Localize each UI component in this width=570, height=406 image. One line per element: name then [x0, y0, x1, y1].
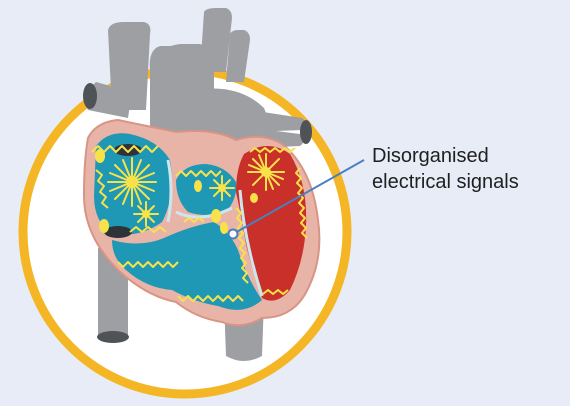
- callout-pointer-dot: [229, 230, 238, 239]
- node-septum: [250, 193, 258, 203]
- vessel-opening-right: [300, 120, 312, 144]
- callout-label: Disorganised electrical signals: [372, 143, 562, 195]
- node-bottom-left: [99, 219, 109, 233]
- starburst-atrium: [210, 176, 234, 200]
- node-atrium: [194, 180, 202, 192]
- vena-cava-opening: [97, 331, 129, 343]
- node-av-lower: [220, 222, 228, 234]
- callout-label-line2: electrical signals: [372, 169, 562, 195]
- starburst-small-left: [134, 202, 158, 226]
- starburst-ventricle: [248, 154, 284, 190]
- aorta-branch-mid: [200, 8, 232, 72]
- node-av-upper: [211, 209, 221, 223]
- vessel-opening-left: [83, 83, 97, 109]
- callout-label-line1: Disorganised: [372, 143, 562, 169]
- node-top-left: [95, 149, 105, 163]
- starburst-large: [108, 158, 156, 206]
